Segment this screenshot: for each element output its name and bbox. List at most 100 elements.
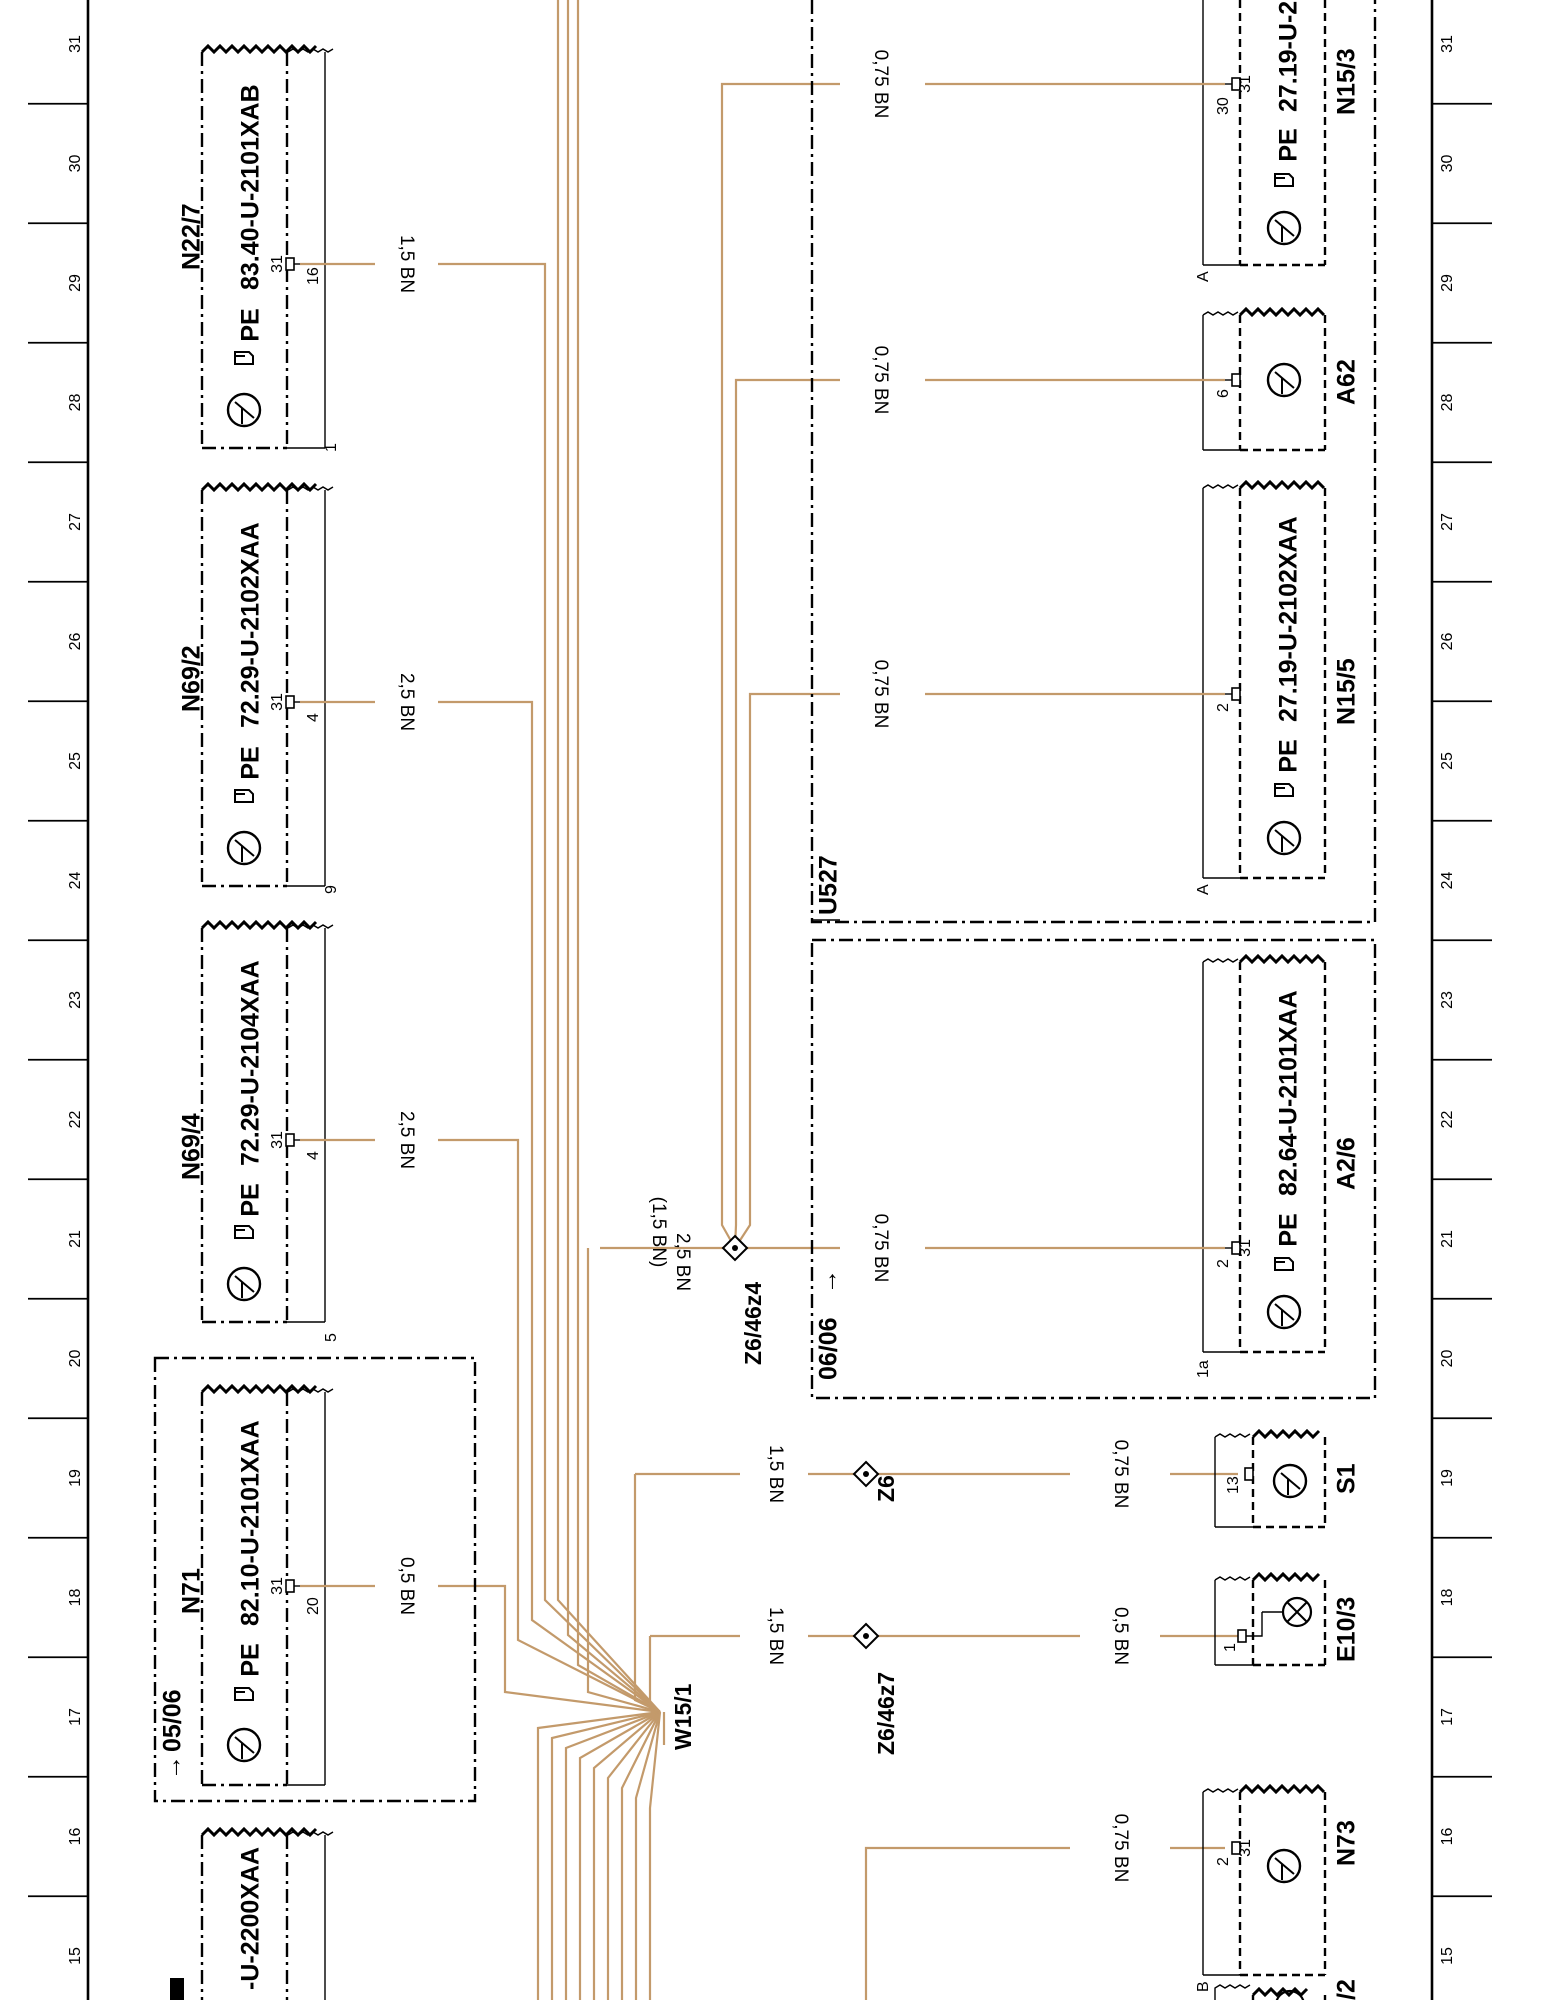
pin-label: 31 <box>269 255 286 273</box>
ruler-number-right: 23 <box>1439 991 1456 1009</box>
component-name: N15/3 <box>1333 48 1361 115</box>
ruler-number-left: 15 <box>67 1947 84 1965</box>
base-number: A <box>1195 884 1212 895</box>
component-name: N22/7 <box>178 203 206 270</box>
ruler-number-right: 18 <box>1439 1589 1456 1607</box>
part-reference: 72.29-U-2104XAA <box>237 960 265 1166</box>
pin-number: 6 <box>1215 389 1232 398</box>
wire-label: 0,75 BN <box>870 50 891 119</box>
splice-label: Z6/46z4 <box>740 1282 766 1365</box>
ruler-number-left: 21 <box>67 1230 84 1248</box>
base-number: 1a <box>1195 1360 1212 1378</box>
wire-label: 1,5 BN <box>765 1607 786 1665</box>
transistor-icon <box>1266 820 1302 856</box>
component-name: N71 <box>178 1568 206 1614</box>
base-number: 5 <box>323 1333 340 1342</box>
pin-label: 31 <box>1237 75 1254 93</box>
part-reference: 27.19-U-2 <box>1275 1 1303 112</box>
frame <box>86 0 1434 2000</box>
component-name: A2/6 <box>1333 1137 1361 1190</box>
component-partial-bottom-right: /2 <box>1214 1979 1361 2000</box>
ruler-number-left: 26 <box>67 633 84 651</box>
pe-label: PE <box>237 308 265 341</box>
transistor-icon <box>226 830 262 866</box>
ruler-number-left: 28 <box>67 394 84 412</box>
transistor-icon <box>226 392 262 428</box>
pe-label: PE <box>1275 128 1303 161</box>
ruler-number-left: 18 <box>67 1589 84 1607</box>
pe-label: PE <box>1275 739 1303 772</box>
ruler-number-left: 20 <box>67 1350 84 1368</box>
ruler-number-right: 24 <box>1439 872 1456 890</box>
ruler-number-right: 22 <box>1439 1111 1456 1129</box>
base-number: A <box>1195 271 1212 282</box>
part-reference: -U-2200XAA <box>237 1847 265 1990</box>
splice-z6-46z4: 2,5 BN (1,5 BN) Z6/46z4 <box>600 82 840 1365</box>
ruler-number-right: 31 <box>1439 35 1456 53</box>
version-mark: 06/06 <box>815 1317 843 1380</box>
component-e10-3: 1,5 BN Z6/46z7 0,5 BN 1 E10/3 <box>650 1571 1361 1755</box>
component-name: N73 <box>1333 1820 1361 1866</box>
component-n71: 31 20 0,5 BN PE 82.10-U-2101XAA N71 <box>178 1383 455 1787</box>
transistor-icon <box>1266 210 1302 246</box>
ruler-number-right: 28 <box>1439 394 1456 412</box>
pin-label: 31 <box>269 693 286 711</box>
ruler-number-left: 19 <box>67 1469 84 1487</box>
wire-label: 0,75 BN <box>870 660 891 729</box>
wire-label: 2,5 BN <box>672 1233 693 1291</box>
hand-point-icon <box>1274 783 1294 797</box>
hand-point-icon <box>234 351 254 365</box>
ruler-number-left: 31 <box>67 35 84 53</box>
part-reference: 82.64-U-2101XAA <box>1275 990 1303 1196</box>
arrow-icon: → <box>159 1755 187 1780</box>
hand-point-icon <box>1274 173 1294 187</box>
splice-z6-label: Z6 <box>873 1475 899 1502</box>
transistor-icon <box>226 1727 262 1763</box>
part-reference: 82.10-U-2101XAA <box>237 1420 265 1626</box>
pe-label: PE <box>237 1183 265 1216</box>
ground-point-w15-1: W15/1 <box>670 1683 696 1750</box>
ruler-number-left: 17 <box>67 1708 84 1726</box>
wire-label: 2,5 BN <box>396 1111 417 1169</box>
pin-number: 2 <box>1215 1259 1232 1268</box>
version-mark: 05/06 <box>159 1689 187 1752</box>
transistor-icon <box>1266 1294 1302 1330</box>
transistor-icon <box>1266 362 1302 398</box>
pe-label: PE <box>1275 1213 1303 1246</box>
component-name: /2 <box>1333 1979 1361 2000</box>
ruler-number-right: 19 <box>1439 1469 1456 1487</box>
ruler-number-left: 27 <box>67 513 84 531</box>
ruler-number-right: 16 <box>1439 1828 1456 1846</box>
component-name: A62 <box>1333 359 1361 405</box>
hand-point-icon <box>1274 1257 1294 1271</box>
hand-point-icon <box>234 1225 254 1239</box>
component-partial-bottom: -U-2200XAA <box>170 1826 334 2000</box>
ruler-number-right: 21 <box>1439 1230 1456 1248</box>
ruler-number-left: 29 <box>67 274 84 292</box>
pin-number: 4 <box>305 713 322 722</box>
base-number: B <box>1195 1981 1212 1992</box>
a2-6-version-box: 06/06 → <box>810 938 1377 1400</box>
pin-number: 16 <box>305 267 322 285</box>
wire-label: 0,75 BN <box>870 346 891 415</box>
ruler-number-right: 27 <box>1439 513 1456 531</box>
component-name: S1 <box>1333 1463 1361 1494</box>
component-n69-4: 5 31 4 2,5 BN PE 72.29-U-2104XAA N69/4 <box>178 919 455 1342</box>
part-reference: 72.29-U-2102XAA <box>237 522 265 728</box>
lamp-icon <box>1262 1596 1313 1628</box>
component-name: E10/3 <box>1333 1597 1361 1662</box>
part-reference: 83.40-U-2101XAB <box>237 84 265 290</box>
pin-number: 2 <box>1215 703 1232 712</box>
component-a62: 6 0,75 BN A62 <box>870 306 1361 452</box>
ruler-scales: 1516171819202122232425262728293031151617… <box>28 35 1492 1965</box>
ruler-number-left: 23 <box>67 991 84 1009</box>
wire-label: 0,75 BN <box>1110 1814 1131 1883</box>
pe-label: PE <box>237 746 265 779</box>
pin-number: 4 <box>305 1151 322 1160</box>
wire-label: 1,5 BN <box>765 1445 786 1503</box>
component-n15-5: A 2 0,75 BN PE 27.19-U-2102XAA N15/5 <box>870 479 1361 895</box>
ruler-number-right: 29 <box>1439 274 1456 292</box>
ruler-number-right: 30 <box>1439 155 1456 173</box>
pin-number: 2 <box>1215 1857 1232 1866</box>
u527-box: U527 <box>810 0 1377 924</box>
